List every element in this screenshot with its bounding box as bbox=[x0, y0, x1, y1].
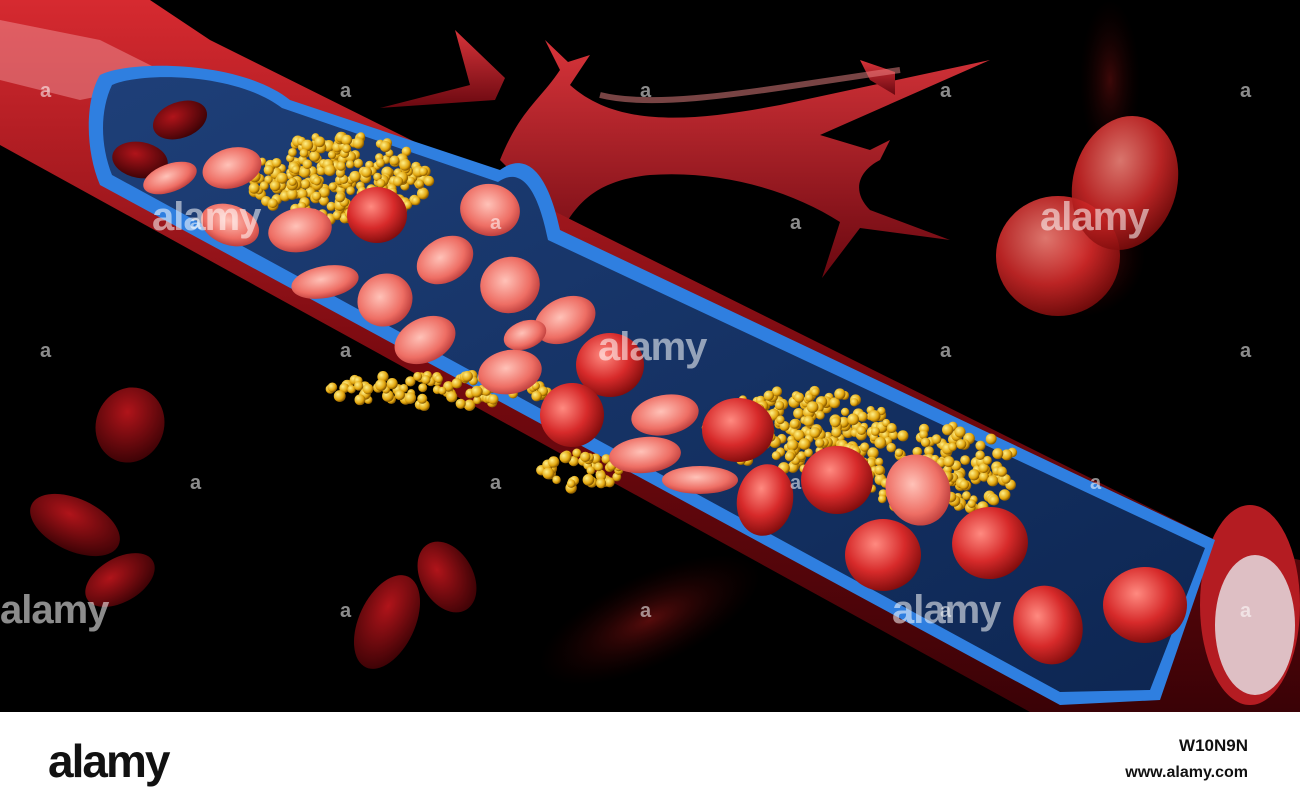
footer-bar: alamy W10N9N www.alamy.com bbox=[0, 712, 1300, 801]
watermark-text: alamy bbox=[0, 588, 109, 632]
watermark-text: alamy bbox=[892, 588, 1001, 632]
watermark-mark: a bbox=[340, 600, 352, 622]
watermark-mark: a bbox=[1240, 600, 1252, 622]
watermark-mark: a bbox=[1240, 80, 1252, 102]
watermark-mark: a bbox=[940, 340, 952, 362]
watermark-mark: a bbox=[640, 600, 652, 622]
watermark-mark: a bbox=[640, 80, 652, 102]
watermark-mark: a bbox=[940, 600, 952, 622]
watermark-text: alamy bbox=[1040, 195, 1149, 239]
plaque-deposits bbox=[248, 131, 1018, 518]
watermark-mark: a bbox=[940, 80, 952, 102]
brand-logo: alamy bbox=[48, 735, 170, 787]
watermark-mark: a bbox=[190, 212, 202, 234]
watermark-text: alamy bbox=[598, 325, 707, 369]
red-blood-cells bbox=[112, 100, 1187, 665]
image-id: W10N9N bbox=[1179, 736, 1248, 755]
watermark-mark: a bbox=[790, 472, 802, 494]
watermark-text: alamy bbox=[152, 195, 261, 239]
watermark-mark: a bbox=[190, 472, 202, 494]
watermark-mark: a bbox=[790, 212, 802, 234]
watermark-mark: a bbox=[40, 340, 52, 362]
watermark-mark: a bbox=[340, 340, 352, 362]
watermark-mark: a bbox=[40, 80, 52, 102]
watermark-mark: a bbox=[1240, 340, 1252, 362]
watermark-mark: a bbox=[1090, 472, 1102, 494]
blood-vessel-illustration bbox=[0, 0, 1300, 712]
watermark-mark: a bbox=[340, 80, 352, 102]
illustration: a a a a a a a a a a a a a a a a a a a a … bbox=[0, 0, 1300, 712]
watermark-mark: a bbox=[490, 212, 502, 234]
watermark-mark: a bbox=[490, 472, 502, 494]
site-url: www.alamy.com bbox=[1125, 764, 1248, 781]
